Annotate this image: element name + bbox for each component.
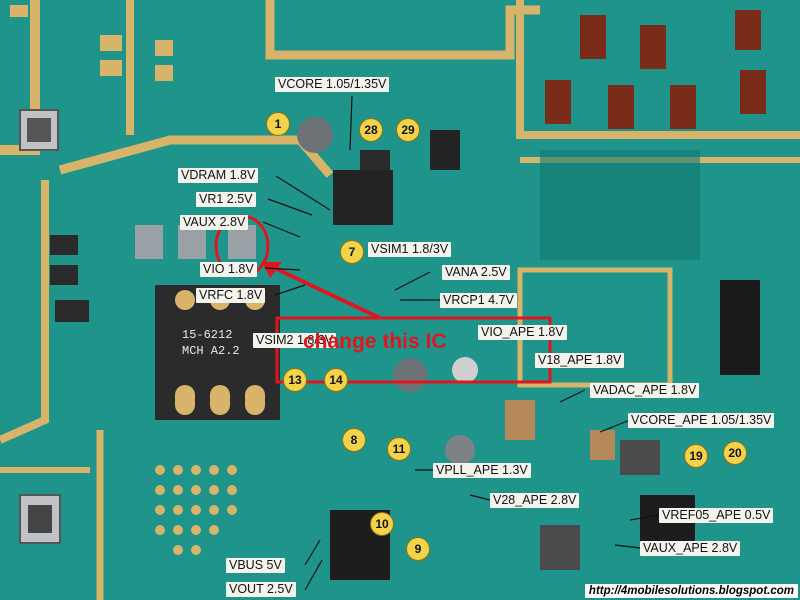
label-vsim2: VSIM2 1.8/3V [253, 333, 337, 348]
label-vaux: VAUX 2.8V [180, 215, 249, 230]
label-v28-ape: V28_APE 2.8V [490, 493, 580, 508]
label-v18-ape: V18_APE 1.8V [535, 353, 625, 368]
label-vpll-ape: VPLL_APE 1.3V [433, 463, 531, 478]
label-vref05-ape: VREF05_APE 0.5V [659, 508, 774, 523]
label-vcore: VCORE 1.05/1.35V [275, 77, 390, 92]
marker-14: 14 [324, 368, 348, 392]
label-vdram: VDRAM 1.8V [178, 168, 259, 183]
label-vaux-ape: VAUX_APE 2.8V [640, 541, 741, 556]
marker-11: 11 [387, 437, 411, 461]
marker-9: 9 [406, 537, 430, 561]
marker-10: 10 [370, 512, 394, 536]
label-vcore-ape: VCORE_APE 1.05/1.35V [628, 413, 775, 428]
label-vsim1: VSIM1 1.8/3V [368, 242, 452, 257]
watermark-url: http://4mobilesolutions.blogspot.com [584, 584, 798, 598]
label-vout: VOUT 2.5V [226, 582, 296, 597]
arrow-head [262, 262, 282, 278]
label-vana: VANA 2.5V [442, 265, 510, 280]
label-vbus: VBUS 5V [226, 558, 285, 573]
marker-13: 13 [283, 368, 307, 392]
label-vadac-ape: VADAC_APE 1.8V [590, 383, 700, 398]
marker-29: 29 [396, 118, 420, 142]
marker-28: 28 [359, 118, 383, 142]
socket-marking-2: MCH A2.2 [182, 344, 240, 358]
socket-marking-1: 15-6212 [182, 328, 232, 342]
marker-7: 7 [340, 240, 364, 264]
label-vrfc: VRFC 1.8V [196, 288, 266, 303]
annotation-change-ic: change this IC [303, 330, 447, 353]
highlight-box [275, 316, 552, 384]
marker-1: 1 [266, 112, 290, 136]
marker-19: 19 [684, 444, 708, 468]
label-vrcp1: VRCP1 4.7V [440, 293, 517, 308]
marker-8: 8 [342, 428, 366, 452]
marker-20: 20 [723, 441, 747, 465]
label-vr1: VR1 2.5V [196, 192, 256, 207]
label-vio: VIO 1.8V [200, 262, 257, 277]
arrow-line [261, 260, 381, 320]
label-vio-ape: VIO_APE 1.8V [478, 325, 567, 340]
